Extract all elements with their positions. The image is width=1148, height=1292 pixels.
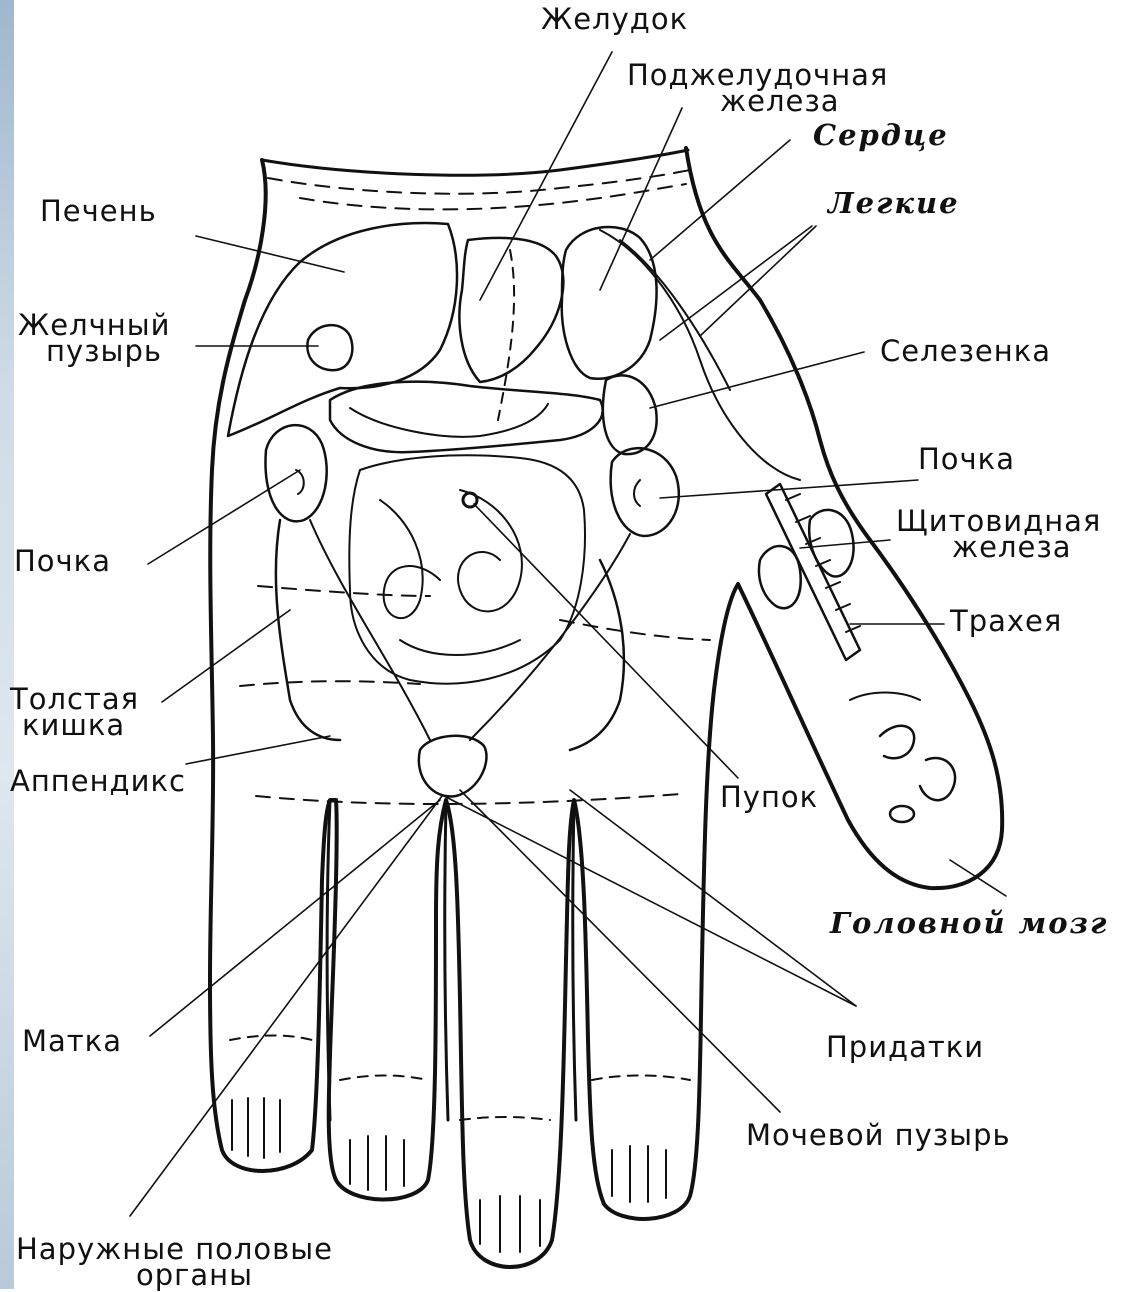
gallbladder-shape bbox=[307, 325, 352, 370]
thyroid-shape bbox=[759, 546, 801, 608]
genitals-label-line2: органы bbox=[136, 1262, 253, 1289]
thyroid-label-line2: железа bbox=[952, 534, 1072, 561]
bladder-shape bbox=[419, 736, 487, 797]
brain-shape bbox=[880, 726, 914, 758]
appendix-label: Аппендикс bbox=[10, 768, 186, 795]
colon-shape bbox=[276, 520, 340, 740]
lungs-shape bbox=[562, 227, 657, 379]
uterus-label: Матка bbox=[22, 1028, 122, 1055]
brain-label: Головной мозг bbox=[830, 910, 1108, 937]
gallbladder-label-line2: пузырь bbox=[46, 338, 162, 365]
kidney-left-label: Почка bbox=[14, 548, 111, 575]
pancreas-label-line2: железа bbox=[720, 88, 840, 115]
adnexa-label: Придатки bbox=[826, 1034, 984, 1061]
navel-label: Пупок bbox=[720, 784, 818, 811]
pancreas-shape bbox=[330, 382, 603, 453]
spleen-label: Селезенка bbox=[880, 338, 1051, 365]
stomach-label: Желудок bbox=[541, 6, 688, 33]
lungs-label: Легкие bbox=[828, 190, 960, 217]
kidney-right-label: Почка bbox=[918, 446, 1015, 473]
intestines-shape bbox=[349, 455, 585, 683]
liver-label: Печень bbox=[40, 198, 157, 225]
spleen-shape bbox=[603, 375, 657, 454]
heart-label: Сердце bbox=[813, 122, 949, 149]
colon-label-line2: кишка bbox=[22, 712, 125, 739]
bladder-label: Мочевой пузырь bbox=[746, 1122, 1011, 1149]
liver-shape bbox=[228, 223, 457, 436]
trachea-label: Трахея bbox=[950, 608, 1062, 635]
kidney-right-shape bbox=[611, 448, 679, 536]
